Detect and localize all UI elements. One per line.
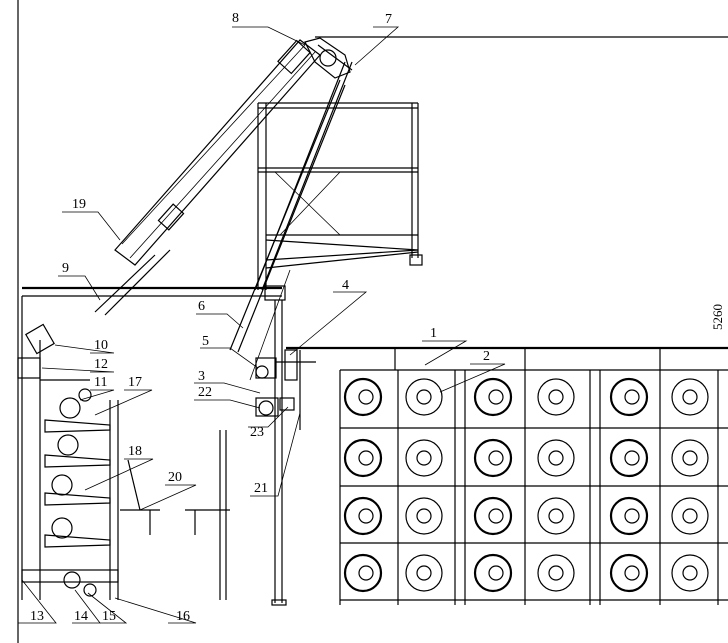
label-1: 1 — [430, 326, 437, 341]
guide-unit-upper — [255, 349, 316, 430]
label-2: 2 — [483, 349, 490, 364]
winding-units — [44, 397, 111, 597]
bobbin — [405, 497, 443, 535]
label-22: 22 — [198, 385, 212, 400]
conveyor-boom — [94, 39, 321, 316]
guide-tube — [249, 269, 291, 381]
bobbin — [609, 377, 649, 417]
bobbin — [671, 497, 709, 535]
label-19: 19 — [72, 197, 86, 212]
label-3: 3 — [198, 369, 205, 384]
bobbin — [609, 438, 649, 478]
bobbin — [671, 439, 709, 477]
main-beam — [22, 285, 287, 606]
label-9: 9 — [62, 261, 69, 276]
label-4: 4 — [342, 278, 349, 293]
creel-frame — [286, 346, 728, 605]
bobbin — [537, 378, 575, 416]
bobbin — [343, 438, 383, 478]
bobbin — [537, 439, 575, 477]
label-14: 14 — [74, 609, 88, 624]
bobbin — [671, 554, 709, 592]
label-17: 17 — [128, 375, 142, 390]
label-8: 8 — [232, 11, 239, 26]
bobbin — [343, 377, 383, 417]
boom-support-b — [261, 61, 353, 291]
boom-head — [304, 37, 353, 79]
bobbin — [473, 438, 513, 478]
label-11: 11 — [94, 375, 107, 390]
label-20: 20 — [168, 470, 182, 485]
dimension-label: 5260 — [710, 304, 725, 330]
bobbin — [473, 496, 513, 536]
label-16: 16 — [176, 609, 190, 624]
platform-railing — [257, 102, 423, 290]
leader-lines — [18, 26, 506, 624]
bobbin — [537, 497, 575, 535]
boom-support-c — [229, 79, 341, 351]
bobbin-grid — [343, 377, 709, 593]
label-5: 5 — [202, 334, 209, 349]
label-13: 13 — [30, 609, 44, 624]
label-21: 21 — [254, 481, 268, 496]
bobbin — [405, 554, 443, 592]
label-18: 18 — [128, 444, 142, 459]
bobbin — [609, 496, 649, 536]
bobbin — [343, 553, 383, 593]
label-23: 23 — [250, 425, 264, 440]
label-12: 12 — [94, 357, 108, 372]
label-15: 15 — [102, 609, 116, 624]
bobbin — [609, 553, 649, 593]
bobbin — [537, 554, 575, 592]
bobbin — [405, 439, 443, 477]
bobbin — [343, 496, 383, 536]
bobbin — [473, 377, 513, 417]
label-10: 10 — [94, 338, 108, 353]
bobbin — [473, 553, 513, 593]
boom-support-d — [237, 84, 346, 353]
label-7: 7 — [385, 12, 392, 27]
bobbin — [671, 378, 709, 416]
bobbin — [405, 378, 443, 416]
label-6: 6 — [198, 299, 205, 314]
